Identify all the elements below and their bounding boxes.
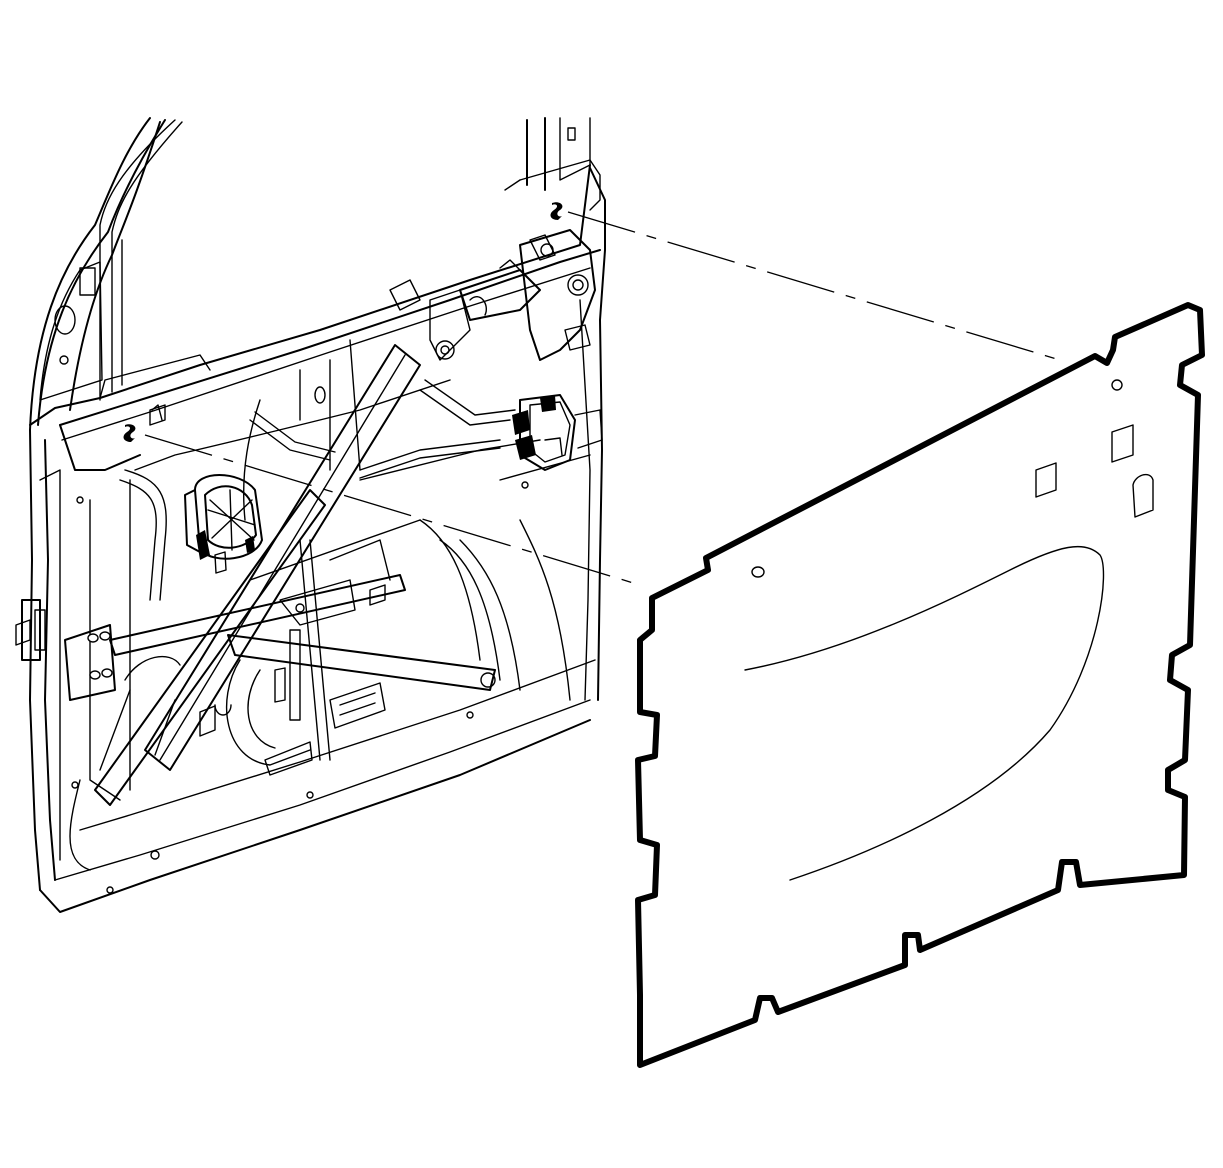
- door-inner-frame: [15, 117, 606, 913]
- leader-lines: [144, 211, 1061, 586]
- window-motor: [184, 474, 263, 574]
- door-lock-actuator: [512, 394, 603, 471]
- fastener-lower: [123, 424, 136, 442]
- window-regulator: [64, 344, 496, 806]
- fastener-upper: [550, 202, 563, 220]
- water-deflector-panel: [635, 302, 1205, 1068]
